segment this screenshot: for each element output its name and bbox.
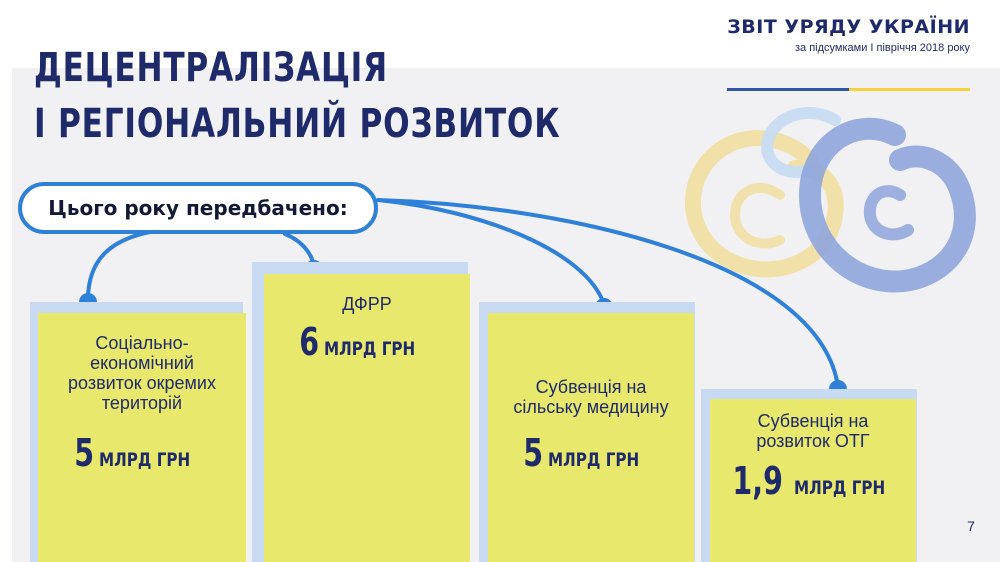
card-label: Субвенція на сільську медицину <box>513 377 669 417</box>
card-otg-development: Субвенція на розвиток ОТГ 1,9 МЛРД ГРН <box>710 399 916 562</box>
page-number: 7 <box>967 518 975 534</box>
card-amount-unit: МЛРД ГРН <box>99 449 191 471</box>
connector-line-4 <box>376 198 840 389</box>
card-amount: 1,9 МЛРД ГРН <box>724 459 902 503</box>
card-amount-value: 1,9 <box>732 459 783 503</box>
report-title: ЗВІТ УРЯДУ УКРАЇНИ за підсумками І піврі… <box>727 16 970 91</box>
connector-line-3 <box>376 198 606 306</box>
callout-pill: Цього року передбачено: <box>18 182 378 234</box>
card-amount-unit: МЛРД ГРН <box>793 477 886 499</box>
flag-stripe-yellow <box>848 88 970 91</box>
card-amount-unit: МЛРД ГРН <box>548 449 640 471</box>
flag-stripe-blue <box>727 88 849 91</box>
connector-line-1 <box>86 230 152 302</box>
page-title: ДЕЦЕНТРАЛІЗАЦІЯ І РЕГІОНАЛЬНИЙ РОЗВИТОК <box>34 40 561 152</box>
card-amount: 5 МЛРД ГРН <box>502 431 680 475</box>
card-label: Субвенція на розвиток ОТГ <box>756 411 870 451</box>
card-amount: 5 МЛРД ГРН <box>52 431 232 475</box>
card-amount-value: 5 <box>73 431 94 475</box>
page-title-line-1: ДЕЦЕНТРАЛІЗАЦІЯ <box>34 45 388 91</box>
card-rural-medicine: Субвенція на сільську медицину 5 МЛРД ГР… <box>488 313 694 562</box>
card-social-economic: Соціально-економічний розвиток окремих т… <box>38 313 246 562</box>
card-dfrr: ДФРР 6 МЛРД ГРН <box>264 274 470 562</box>
card-label: Соціально-економічний розвиток окремих т… <box>68 333 216 413</box>
report-title-subtitle: за підсумками І півріччя 2018 року <box>794 42 970 54</box>
report-title-main: ЗВІТ УРЯДУ УКРАЇНИ <box>727 16 970 38</box>
card-amount: 6 МЛРД ГРН <box>278 320 456 364</box>
card-amount-value: 6 <box>298 320 319 364</box>
card-amount-unit: МЛРД ГРН <box>324 338 416 360</box>
brush-circle-decoration <box>684 106 976 293</box>
callout-label: Цього року передбачено: <box>48 196 348 220</box>
card-label: ДФРР <box>342 294 392 314</box>
card-amount-value: 5 <box>522 431 543 475</box>
flag-stripe <box>727 78 970 91</box>
page-title-line-2: І РЕГІОНАЛЬНИЙ РОЗВИТОК <box>34 101 561 147</box>
